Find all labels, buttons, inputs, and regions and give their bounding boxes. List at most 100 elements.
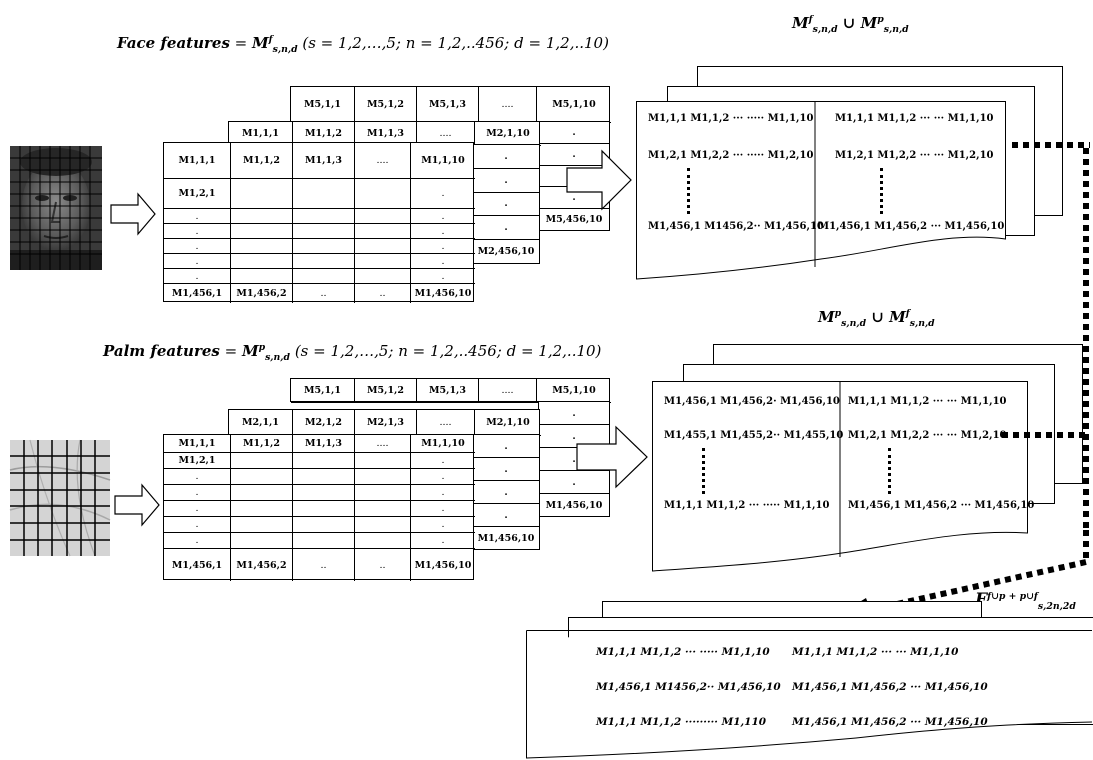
cell [231,517,293,533]
cell [293,469,355,485]
cell: M1,456,10 [545,499,603,511]
palm-matrix-s5-side: . . . . M1,456,10 [538,401,610,517]
cell [231,254,293,269]
union-fp-row-3-right: M1,456,1 M1,456,2 ··· M1,456,10 [818,221,1005,232]
face-matrix-s2-side: . . . . M2,456,10 [472,144,540,264]
cell: M5,1,3 [417,379,479,403]
cell: . [473,145,539,169]
cell [293,517,355,533]
fused-row-3-right: M1,456,1 M1,456,2 ··· M1,456,10 [792,716,988,728]
palm-arrow-right [114,483,160,527]
cell: M5,456,10 [545,214,603,226]
cell [355,269,411,284]
cell: M2,456,10 [477,246,535,258]
union-fp-row-1-right: M1,1,1 M1,1,2 ··· ··· M1,1,10 [835,113,994,124]
union-pf-label: Mps,n,d ∪ Mfs,n,d [818,308,935,329]
cell [355,485,411,501]
fused-row-3-left: M1,1,1 M1,1,2 ········· M1,110 [596,716,767,728]
cell: . [539,122,609,144]
cell [355,453,411,469]
cell: . [411,517,475,533]
cell: M1,1,10 [411,435,475,453]
cell [355,209,411,224]
cell: . [164,209,231,224]
cell: .... [355,143,411,179]
cell [293,269,355,284]
union-pf-row-2-right: M1,2,1 M1,2,2 ··· ··· M1,2,10 [848,430,1007,441]
cell: . [473,504,539,527]
cell: . [411,533,475,549]
cell [293,254,355,269]
cell: . [164,469,231,485]
cell: . [539,425,609,448]
union-pf-row-1-left: M1,456,1 M1,456,2· M1,456,10 [664,396,840,407]
cell: . [164,254,231,269]
cell: . [164,269,231,284]
cell: . [473,169,539,193]
cell: M1,1,3 [293,143,355,179]
fused-page-front [526,630,1093,759]
cell [231,269,293,284]
cell: . [411,254,475,269]
cell [355,179,411,209]
cell: M1,1,1 [164,143,231,179]
union-fp-row-2-left: M1,2,1 M1,2,2 ··· ····· M1,2,10 [648,150,814,161]
cell: M5,1,1 [291,379,355,403]
cell: . [473,435,539,458]
cell: . [539,144,609,166]
cell: . [539,187,609,210]
cell: M1,1,2 [231,435,293,453]
cell [231,533,293,549]
cell [355,533,411,549]
cell: . [164,224,231,239]
cell: . [164,239,231,254]
cell: .. [293,549,355,581]
face-image [10,146,102,270]
face-matrix-s5: M5,1,1 M5,1,2 M5,1,3 .... M5,1,10 [290,86,611,123]
cell: M1,456,10 [477,532,535,544]
face-union-arrow [566,149,632,211]
cell: . [411,485,475,501]
union-fp-page-front [636,101,1006,280]
cell: . [411,179,475,209]
cell: M1,456,2 [231,549,293,581]
cell [231,224,293,239]
cell [293,179,355,209]
cell: . [164,517,231,533]
cell: M1,456,10 [414,559,472,571]
cell: .. [355,549,411,581]
cell: . [411,224,475,239]
fused-row-2-right: M1,456,1 M1,456,2 ··· M1,456,10 [792,681,988,693]
cell: . [473,458,539,481]
union-pf-page-front [652,381,1028,572]
fused-label: Ff∪p + p∪fs,2n,2d [975,590,1076,612]
cell: M1,456,1 [164,549,231,581]
palm-matrix-s5: M5,1,1 M5,1,2 M5,1,3 .... M5,1,10 [290,378,611,403]
union-pf-vdots-right [888,448,891,494]
union-pf-vdots-left [702,448,705,494]
fused-row-1-right: M1,1,1 M1,1,2 ··· ··· M1,1,10 [792,646,959,658]
union-fp-vdots-left [687,168,690,214]
cell: . [164,485,231,501]
cell [293,209,355,224]
cell: . [411,501,475,517]
cell: M1,1,10 [411,143,475,179]
palm-union-arrow [576,425,648,489]
cell: .... [479,379,537,403]
cell: .. [293,284,355,303]
cell: . [411,269,475,284]
palm-image [9,439,111,557]
cell: . [411,209,475,224]
fused-row-2-left: M1,456,1 M1456,2·· M1,456,10 [596,681,781,693]
cell [293,224,355,239]
cell [355,224,411,239]
cell: M1,2,1 [164,453,231,469]
cell [231,209,293,224]
cell [355,501,411,517]
union-pf-row-3-left: M1,1,1 M1,1,2 ··· ····· M1,1,10 [664,500,830,511]
fused-row-1-left: M1,1,1 M1,1,2 ··· ····· M1,1,10 [596,646,770,658]
cell: . [539,402,609,425]
cell [293,485,355,501]
palm-matrix-s1: M1,1,1 M1,1,2 M1,1,3 .... M1,1,10 M1,2,1… [163,434,475,581]
cell [293,501,355,517]
